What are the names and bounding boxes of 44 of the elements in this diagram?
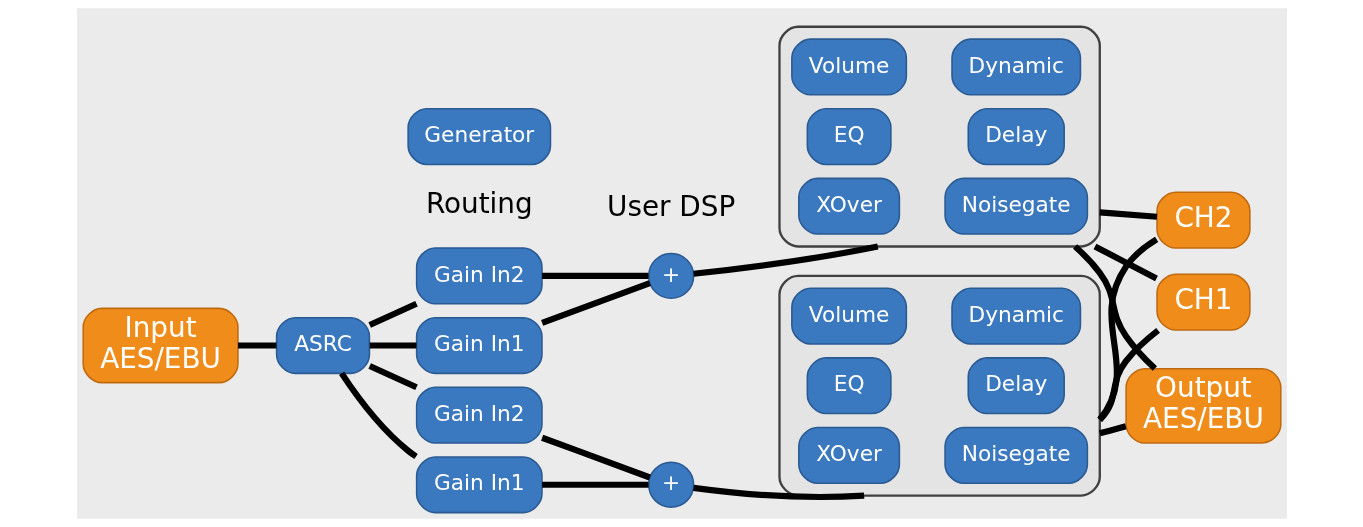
node-circle: + xyxy=(647,252,694,300)
connector xyxy=(692,243,878,277)
node-box: CH1 xyxy=(1155,273,1251,331)
node-box: Gain In1 xyxy=(415,316,543,375)
node-box: Dynamic xyxy=(950,38,1081,96)
connector xyxy=(338,371,418,460)
connector xyxy=(1099,209,1157,220)
node-box: Delay xyxy=(966,357,1065,415)
cluster xyxy=(777,25,1101,248)
node-circle: + xyxy=(647,461,694,508)
connector xyxy=(1072,244,1157,371)
connector xyxy=(540,280,651,326)
node-box: EQ xyxy=(806,357,892,415)
connector xyxy=(1096,236,1158,422)
connector xyxy=(237,342,276,349)
label: User DSP xyxy=(606,190,735,224)
node-box: Gain In2 xyxy=(415,386,543,444)
connector xyxy=(1093,243,1158,282)
connector xyxy=(367,363,418,391)
connector xyxy=(369,342,416,349)
node-box: Gain In1 xyxy=(415,456,543,514)
node-box: Volume xyxy=(790,287,907,345)
node-box: XOver xyxy=(797,426,900,484)
node-box: CH2 xyxy=(1155,191,1251,249)
connector xyxy=(1098,423,1127,437)
node-box: Noisegate xyxy=(943,426,1088,484)
connector xyxy=(541,481,648,488)
node-box: Noisegate xyxy=(943,177,1088,235)
node-box: Generator xyxy=(406,108,551,166)
connector xyxy=(692,484,864,500)
connector xyxy=(367,300,418,328)
connector xyxy=(540,434,651,481)
node-box: Dynamic xyxy=(950,287,1081,345)
node-box: Output AES/EBU xyxy=(1124,367,1282,444)
node-box: Gain In2 xyxy=(415,247,543,305)
node-box: Volume xyxy=(790,38,907,96)
node-box: Delay xyxy=(966,108,1065,166)
cluster xyxy=(777,274,1101,497)
label: Routing xyxy=(425,187,533,221)
node-box: ASRC xyxy=(275,316,370,375)
connector xyxy=(541,272,648,279)
node-box: Input AES/EBU xyxy=(81,307,239,384)
node-box: EQ xyxy=(806,108,892,166)
node-box: XOver xyxy=(797,177,900,235)
